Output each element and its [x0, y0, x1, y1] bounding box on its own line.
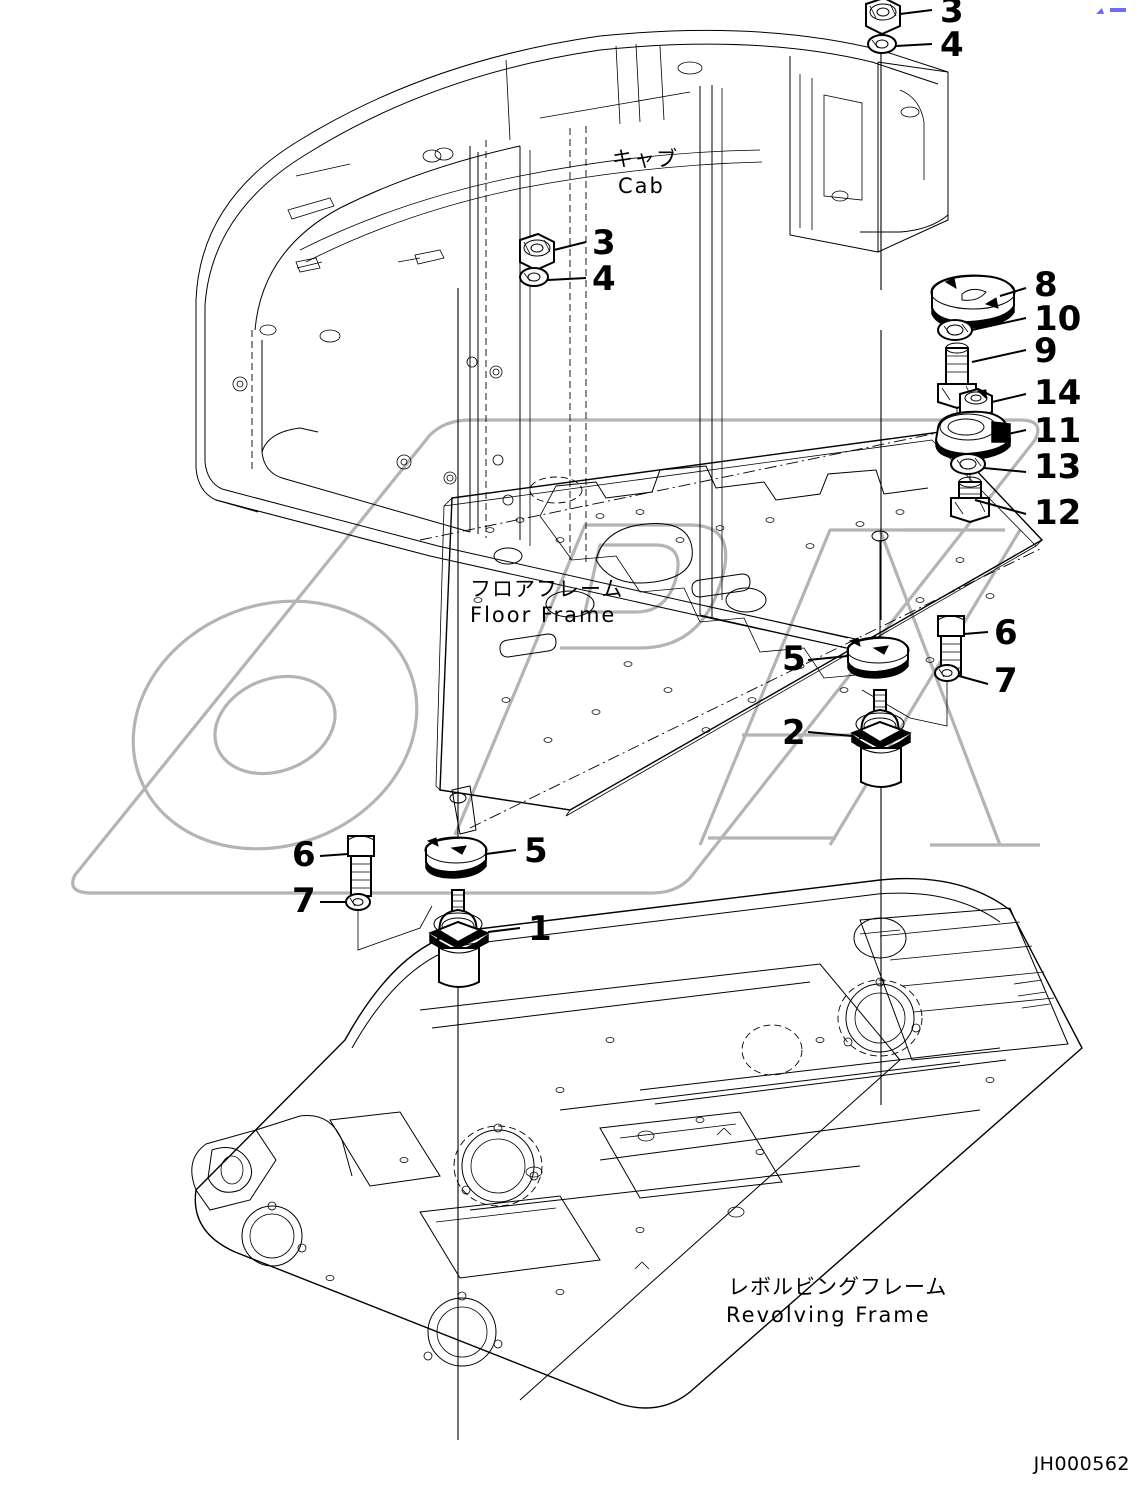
leader-9 — [971, 349, 1027, 363]
leader-10 — [971, 317, 1027, 331]
cab-assembly — [195, 29, 949, 651]
callout-12: 12 — [1034, 493, 1081, 533]
leader-2 — [807, 731, 853, 737]
corner-artifact-mark — [1096, 8, 1126, 14]
floor-frame-label-en: Floor Frame — [470, 603, 616, 627]
cab-label-jp: キャブ — [612, 147, 678, 171]
callout-14: 14 — [1034, 373, 1081, 413]
callout-10: 10 — [1034, 299, 1081, 339]
leader-5-rear — [807, 655, 849, 661]
part-bolt-12 — [950, 476, 990, 524]
leader-7-front-tail — [357, 905, 433, 951]
callout-4-top: 4 — [940, 25, 964, 65]
leader-5-front — [485, 849, 517, 855]
part-lock-washer-10 — [937, 319, 973, 341]
part-washer-7-rear — [934, 664, 960, 682]
leader-6-front — [319, 853, 349, 857]
callout-7-rear: 7 — [994, 661, 1018, 701]
leader-7-rear — [958, 675, 989, 685]
part-nut-3-mid — [519, 232, 555, 272]
callout-6-rear: 6 — [994, 613, 1018, 653]
part-bracket-11 — [934, 410, 1012, 461]
part-mount-cushion-1 — [428, 889, 490, 988]
cab-label-en: Cab — [618, 174, 665, 198]
part-bolt-6-front — [347, 835, 375, 897]
part-washer-4-top — [867, 34, 897, 54]
floor-frame-label-jp: フロアフレーム — [470, 577, 623, 601]
drawing-number: JH000562 — [1033, 1453, 1130, 1475]
callout-4-mid: 4 — [592, 259, 616, 299]
leader-6-rear — [963, 631, 989, 635]
leader-3-top — [899, 9, 933, 15]
part-mount-cushion-2 — [850, 689, 912, 788]
part-washer-7-front — [345, 893, 371, 911]
floor-frame-assembly — [419, 419, 1044, 835]
revolving-frame-label-en: Revolving Frame — [726, 1303, 931, 1327]
leader-14 — [991, 393, 1027, 403]
part-cap-5-rear — [846, 636, 910, 679]
watermark-opex — [71, 418, 1040, 895]
leader-1 — [487, 927, 521, 933]
part-cap-5-front — [424, 836, 488, 879]
leader-4-mid — [547, 277, 587, 281]
leader-8 — [999, 287, 1027, 297]
assembly-axis-lines — [457, 28, 882, 1440]
callout-5-front: 5 — [524, 831, 548, 871]
callout-6-front: 6 — [292, 835, 316, 875]
part-lock-washer-13 — [950, 453, 986, 475]
part-bolt-9 — [937, 342, 977, 410]
callout-11: 11 — [1034, 411, 1081, 451]
callout-7-front: 7 — [292, 881, 316, 921]
leader-4-top — [895, 43, 933, 47]
leader-11 — [1007, 429, 1027, 435]
part-cap-plate-8 — [930, 274, 1016, 329]
callout-3-top: 3 — [940, 0, 964, 31]
callout-8: 8 — [1034, 265, 1058, 305]
revolving-frame-assembly — [191, 877, 1083, 1409]
part-washer-4-mid — [519, 267, 549, 287]
callout-9: 9 — [1034, 331, 1058, 371]
callout-3-mid: 3 — [592, 223, 616, 263]
revolving-frame-label-jp: レボルビングフレーム — [728, 1275, 947, 1299]
leader-3-mid — [553, 241, 587, 251]
leader-12 — [974, 499, 1027, 515]
part-nut-3-top — [865, 0, 901, 36]
callout-5-rear: 5 — [782, 639, 806, 679]
leader-13 — [983, 467, 1027, 473]
callout-2: 2 — [782, 713, 806, 753]
callout-1: 1 — [528, 909, 552, 949]
callout-13: 13 — [1034, 447, 1081, 487]
